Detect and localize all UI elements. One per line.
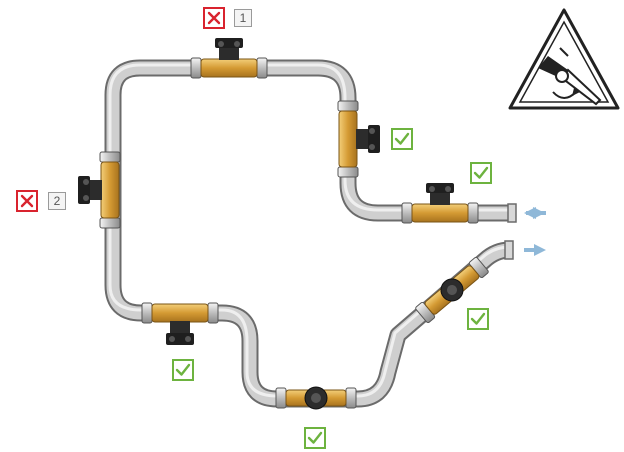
valve-bottom-left-check-mark-icon — [172, 359, 194, 381]
inlet-arrow-icon — [524, 207, 546, 219]
valve-right-vertical[interactable] — [337, 100, 380, 178]
valve-left-vertical[interactable] — [78, 151, 121, 229]
valve-diagonal-check-mark-icon — [467, 308, 489, 330]
valve-bottom-center[interactable] — [275, 386, 357, 410]
esd-warning-triangle-icon — [508, 8, 620, 110]
outlet-arrow-icon — [524, 244, 546, 256]
valve-diagonal[interactable] — [414, 256, 489, 324]
valve-right-vertical-check-mark-icon — [391, 128, 413, 150]
valve-bottom-left[interactable] — [141, 302, 219, 345]
valve-bottom-center-check-mark-icon — [304, 427, 326, 449]
valve-left-x-mark-icon — [16, 190, 38, 212]
valve-top-number: 1 — [234, 9, 252, 27]
valve-top[interactable] — [190, 38, 268, 79]
valve-left-number: 2 — [48, 192, 66, 210]
valve-right-inlet-check-mark-icon — [470, 162, 492, 184]
valve-top-x-mark-icon — [203, 7, 225, 29]
valve-right-inlet[interactable] — [401, 183, 479, 224]
pipe-network — [104, 59, 517, 408]
